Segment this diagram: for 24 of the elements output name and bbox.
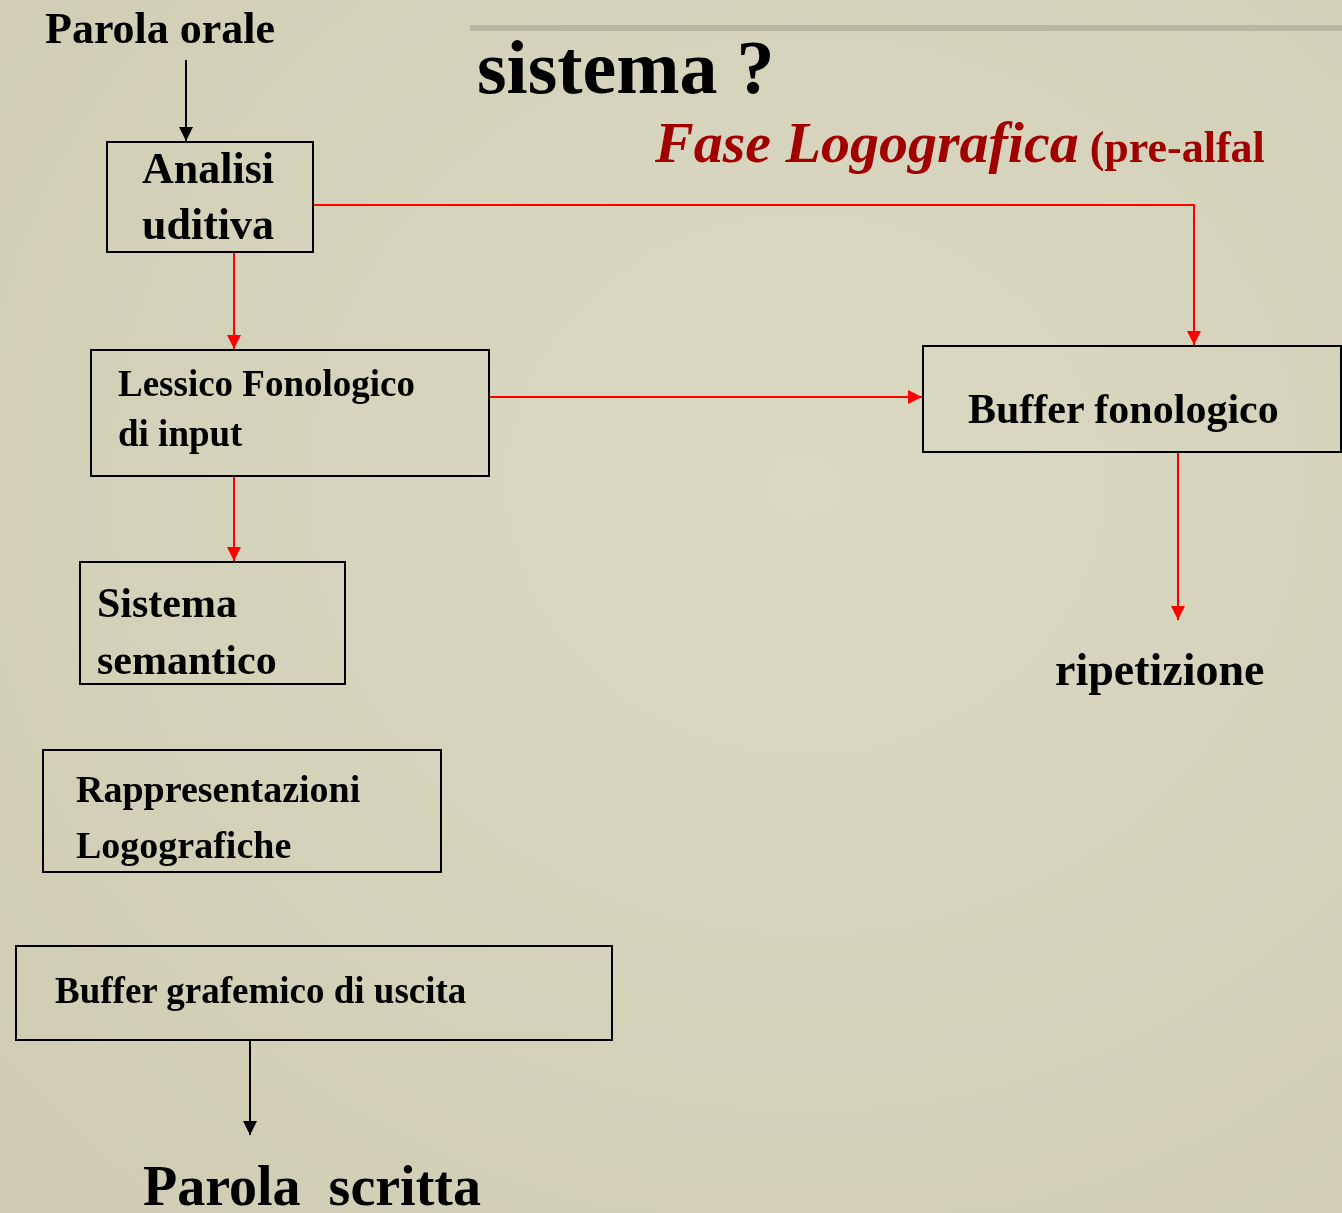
process-box — [922, 345, 1342, 453]
process-box — [15, 945, 613, 1041]
slide-title: sistema ? — [477, 24, 775, 111]
box-label: Buffer fonologico — [968, 385, 1280, 434]
flow-text: ripetizione — [1055, 643, 1266, 697]
arrow — [179, 59, 193, 142]
flow-text: Parola scritta — [143, 1154, 482, 1213]
arrow — [227, 252, 241, 350]
box-label: Lessico Fonologico di input — [118, 362, 416, 456]
process-box — [42, 749, 442, 873]
arrow — [227, 476, 241, 562]
subtitle: Fase Logografica (pre-alfal — [655, 109, 1265, 177]
arrow — [489, 390, 923, 404]
arrow — [1171, 452, 1185, 621]
box-label: Analisi uditiva — [140, 143, 275, 251]
process-box — [106, 141, 314, 253]
process-box — [79, 561, 346, 685]
flow-text: Parola orale — [45, 3, 277, 55]
box-label: Buffer grafemico di uscita — [55, 969, 468, 1013]
arrow — [313, 204, 1201, 346]
arrow — [243, 1040, 257, 1136]
process-box — [90, 349, 490, 477]
box-label: Rappresentazioni Logografiche — [76, 767, 362, 869]
box-label: Sistema semantico — [97, 579, 278, 685]
